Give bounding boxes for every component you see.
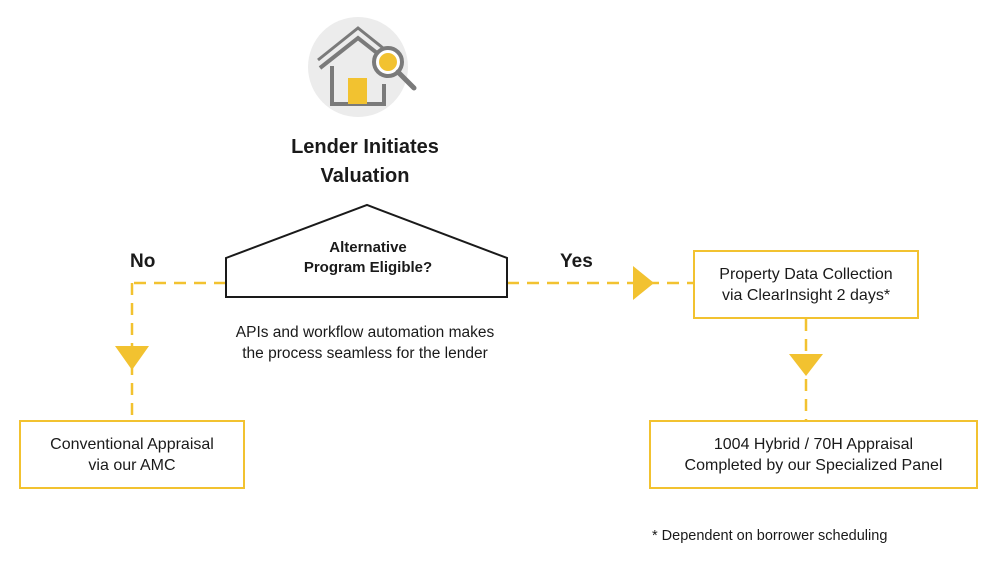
automation-note-line-1: APIs and workflow automation makes [235, 324, 495, 341]
hybrid-appraisal-box: 1004 Hybrid / 70H Appraisal Completed by… [649, 420, 978, 489]
decision-line-2: Program Eligible? [303, 259, 433, 276]
start-title-line-1: Lender Initiates [291, 136, 439, 158]
start-title: Lender Initiates Valuation [255, 133, 475, 191]
yes-label: Yes [560, 251, 593, 272]
automation-note-line-2: the process seamless for the lender [242, 345, 488, 362]
collection-arrow [789, 354, 823, 376]
conventional-line-1: Conventional Appraisal [50, 435, 214, 453]
conventional-line-2: via our AMC [88, 456, 176, 474]
hybrid-line-2: Completed by our Specialized Panel [684, 456, 943, 474]
decision-line-1: Alternative [329, 239, 407, 256]
yes-arrow [633, 266, 654, 300]
start-title-line-2: Valuation [320, 165, 410, 187]
decision-label: Alternative Program Eligible? [268, 238, 468, 278]
automation-note: APIs and workflow automation makes the p… [200, 322, 530, 364]
conventional-appraisal-box: Conventional Appraisal via our AMC [19, 420, 245, 489]
data-collection-box: Property Data Collection via ClearInsigh… [693, 250, 919, 319]
no-arrow [115, 346, 149, 370]
hybrid-line-1: 1004 Hybrid / 70H Appraisal [713, 435, 914, 453]
data-collection-line-1: Property Data Collection [719, 265, 893, 283]
footnote: * Dependent on borrower scheduling [652, 528, 888, 544]
house-magnifier-icon [308, 17, 417, 117]
data-collection-line-2: via ClearInsight 2 days* [721, 286, 891, 304]
no-label: No [130, 251, 156, 272]
decision-shape [225, 203, 508, 298]
